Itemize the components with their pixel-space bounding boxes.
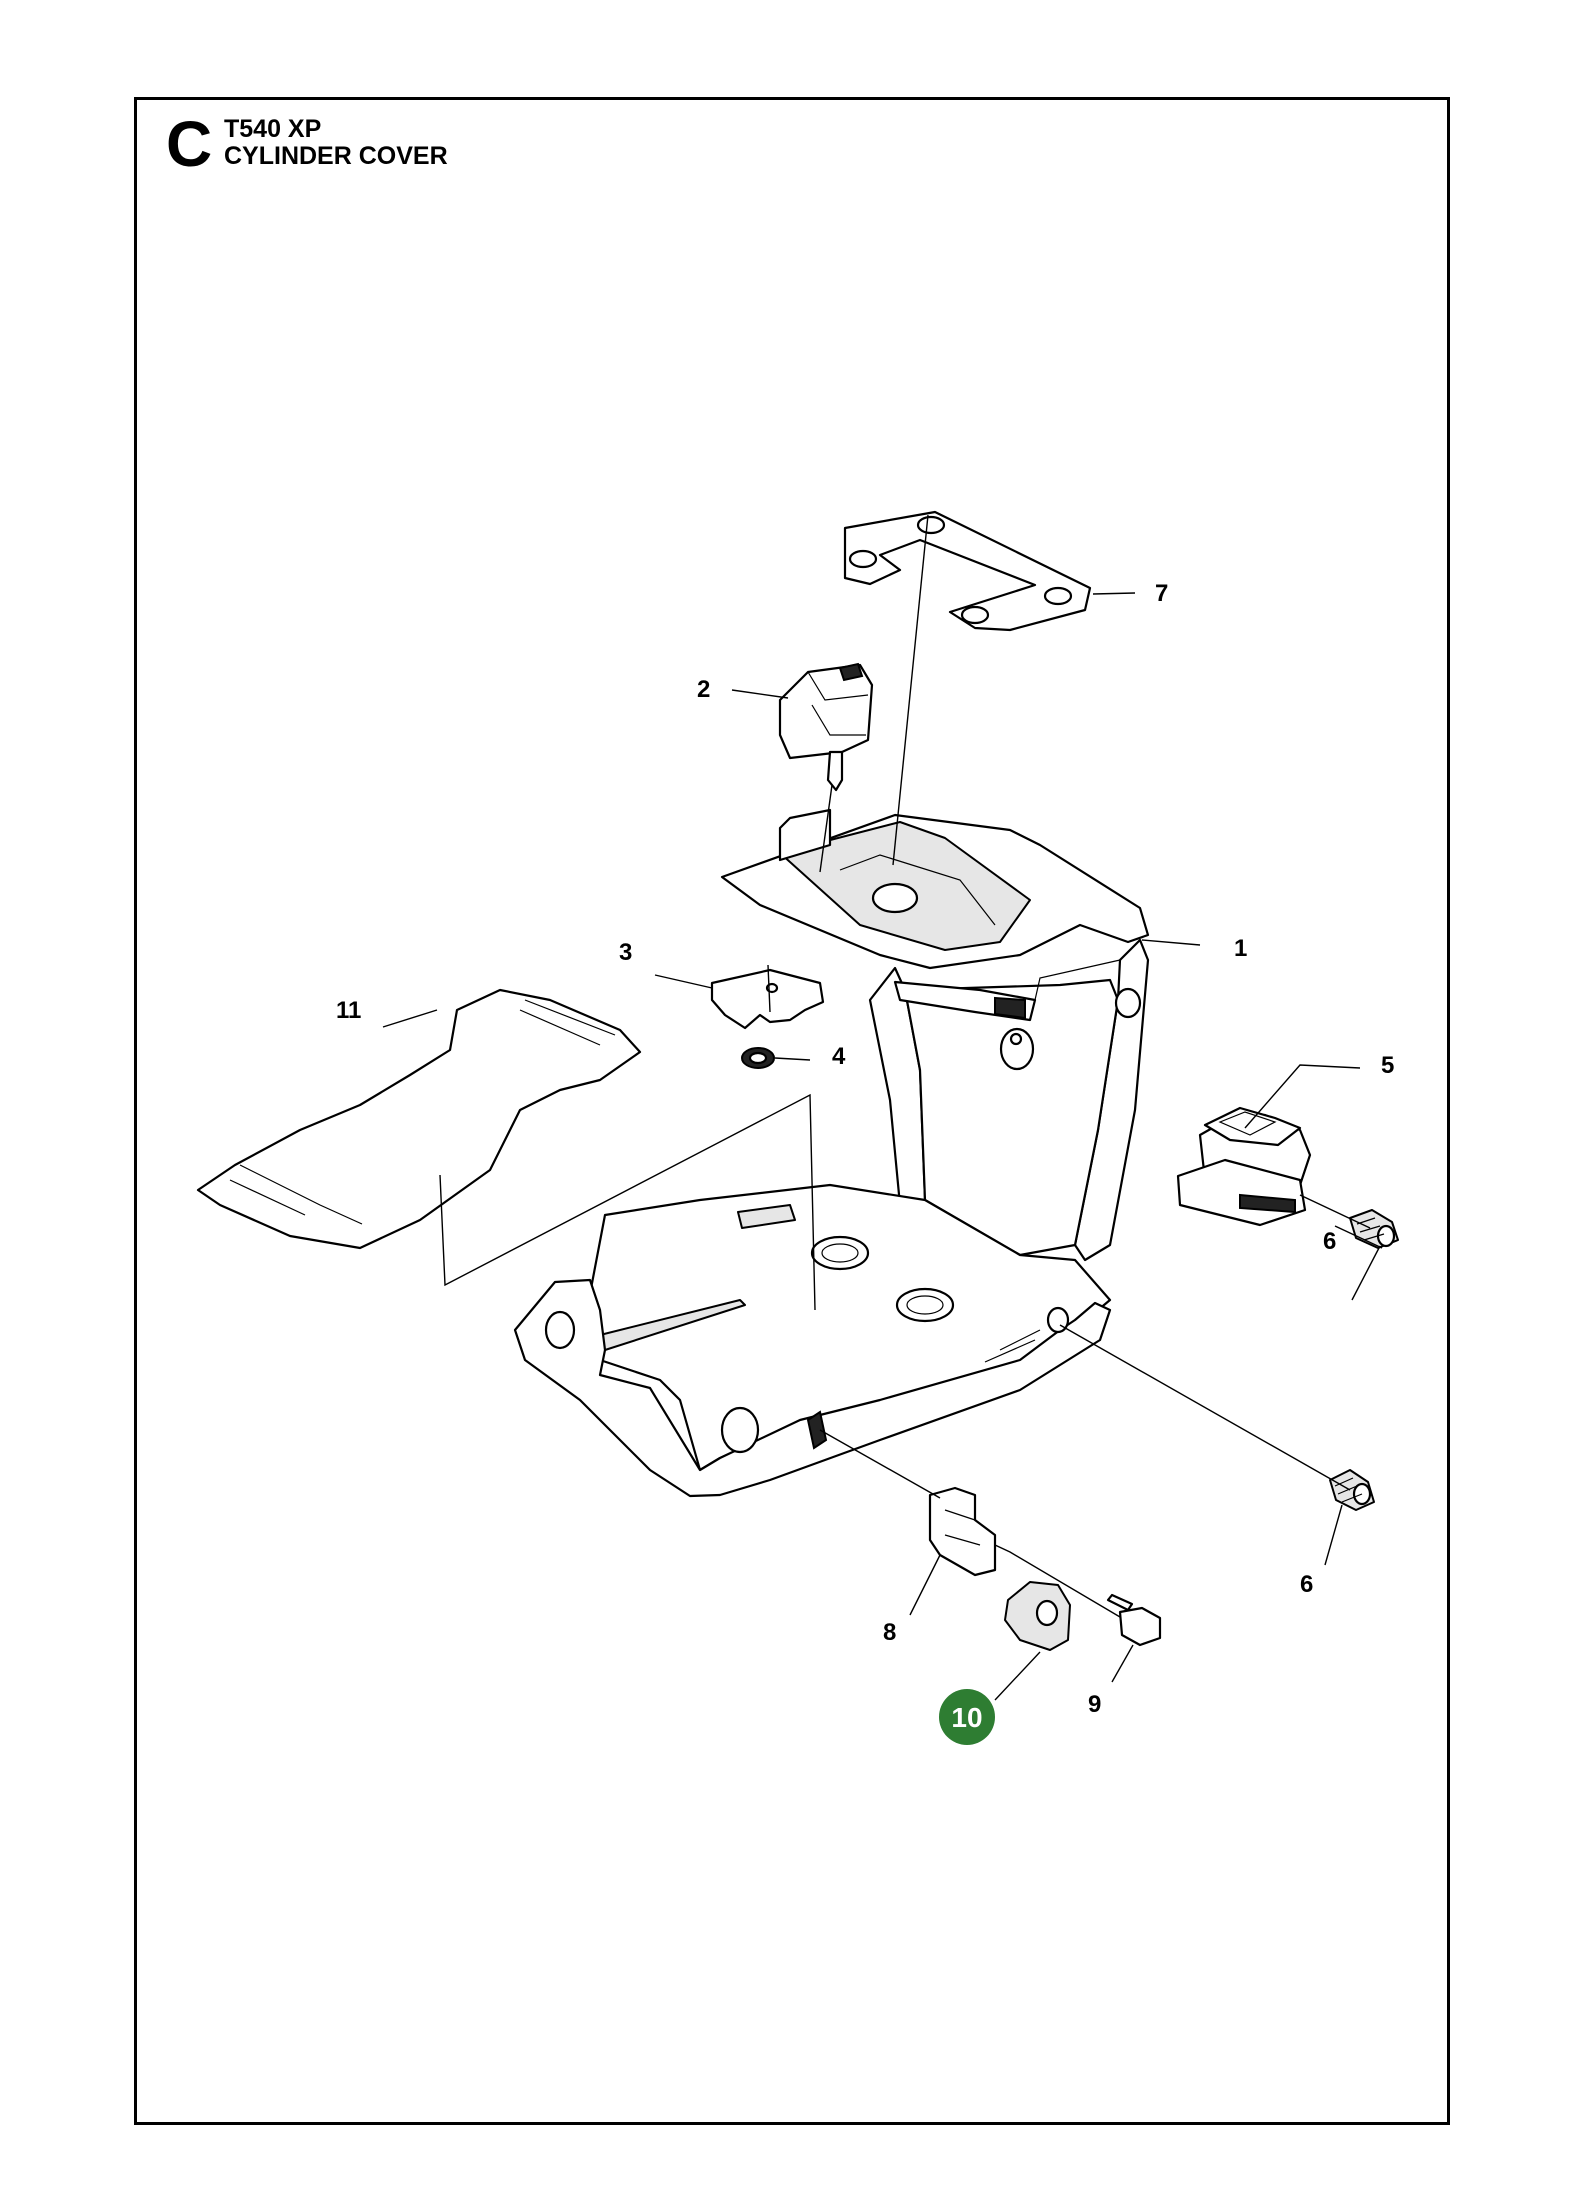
part-2-switch-knob (778, 662, 874, 792)
callout-6-lower: 6 (1300, 1571, 1313, 1598)
leader-lines (382, 514, 1383, 1701)
section-letter: C (166, 108, 213, 180)
callout-2: 2 (697, 676, 710, 703)
callout-6-upper: 6 (1323, 1228, 1336, 1255)
part-1-cylinder-cover (513, 808, 1150, 1498)
callout-10-highlight-badge (939, 1689, 995, 1745)
model-name: T540 XP (224, 115, 322, 143)
callout-5: 5 (1381, 1052, 1394, 1079)
drawing-frame (134, 97, 1450, 2125)
title-block: T540 XP CYLINDER COVER (224, 116, 448, 170)
callout-11: 11 (336, 997, 361, 1024)
part-9-screw (1106, 1593, 1162, 1647)
callout-9: 9 (1088, 1691, 1101, 1718)
callout-3: 3 (619, 939, 632, 966)
part-8-clip (928, 1486, 997, 1577)
callout-7: 7 (1155, 580, 1168, 607)
part-10-washer-plate (1004, 1581, 1071, 1651)
part-7-gasket (843, 510, 1092, 632)
diagram-title: CYLINDER COVER (224, 142, 448, 170)
part-5-vibration-mount (1176, 1106, 1312, 1227)
part-6-bolt-lower (1329, 1469, 1375, 1511)
part-4-nut (741, 1047, 775, 1069)
part-3-bracket (710, 968, 825, 1030)
callout-1: 1 (1234, 935, 1247, 962)
callout-8: 8 (883, 1619, 896, 1646)
part-6-bolt-upper (1349, 1209, 1399, 1249)
part-11-insulation-sheet (196, 988, 642, 1250)
callout-4: 4 (832, 1043, 846, 1070)
callout-10: 10 (951, 1702, 982, 1733)
